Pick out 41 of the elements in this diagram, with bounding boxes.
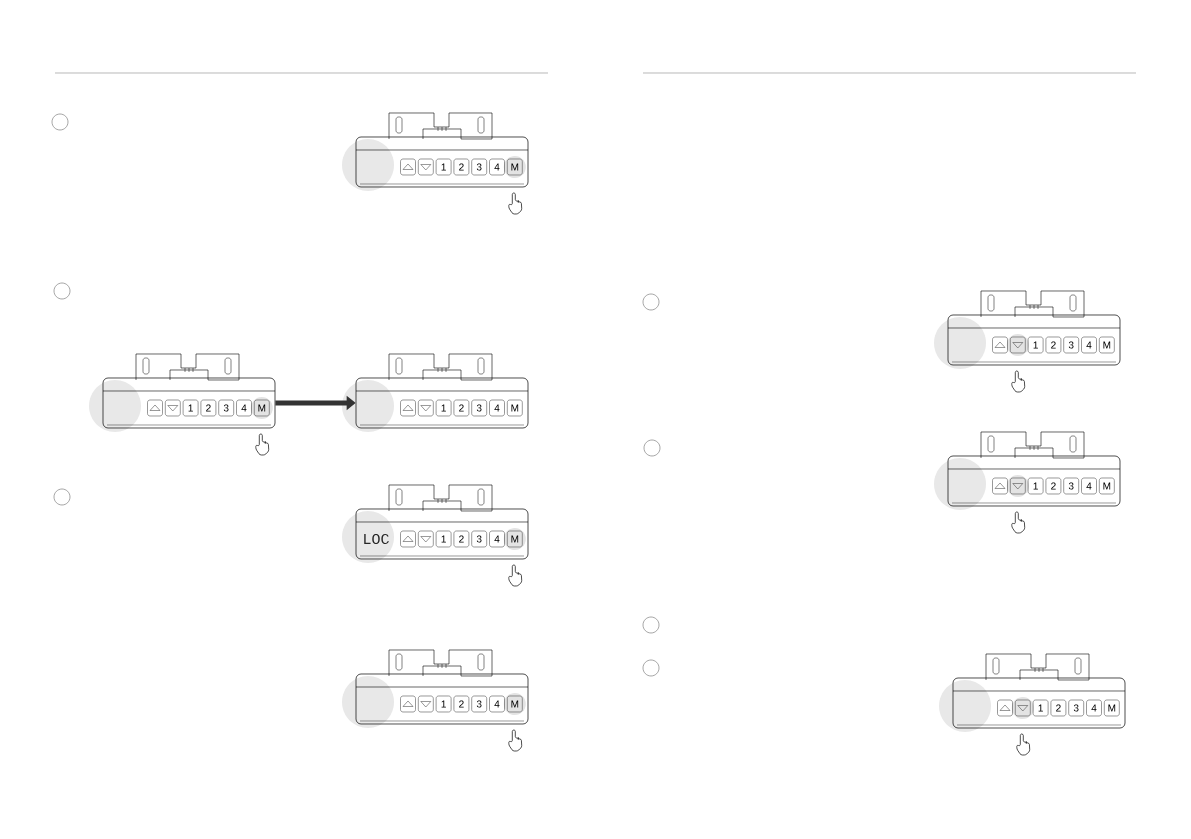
keypad-button: 3 (218, 399, 234, 417)
keypad-button: 3 (1068, 699, 1084, 717)
keypad-button: 1 (182, 399, 199, 417)
keypad-button: 2 (453, 530, 470, 548)
keypad-button: M (507, 158, 523, 176)
keypad-button: 1 (1027, 477, 1044, 495)
keypad-button: 4 (489, 158, 505, 176)
keypad-button: M (1099, 477, 1115, 495)
keypad-button: M (1099, 336, 1115, 354)
keypad-button: 2 (200, 399, 217, 417)
keypad-button: M (507, 695, 523, 713)
keypad-button: 1 (435, 695, 452, 713)
keypad-button: M (254, 399, 270, 417)
keypad-button: M (507, 399, 523, 417)
keypad-button: 3 (471, 158, 487, 176)
keypad-button: 4 (489, 530, 505, 548)
keypad-button: 2 (1050, 699, 1067, 717)
keypad-button: 4 (236, 399, 252, 417)
keypad-button: M (1104, 699, 1120, 717)
keypad-button: 4 (1081, 477, 1097, 495)
keypad-button: 1 (435, 399, 452, 417)
keypad-button: 2 (453, 399, 470, 417)
keypad-button: 3 (471, 695, 487, 713)
keypad-button: 4 (1086, 699, 1102, 717)
keypad-button: 1 (1027, 336, 1044, 354)
keypad-button: 3 (471, 530, 487, 548)
keypad-button: 1 (435, 530, 452, 548)
keypad-button: 2 (453, 695, 470, 713)
keypad-button: 1 (435, 158, 452, 176)
keypad-button: 4 (1081, 336, 1097, 354)
keypad-button: 3 (1063, 336, 1079, 354)
keypad-button: 2 (1045, 336, 1062, 354)
keypad-button: 3 (1063, 477, 1079, 495)
display-text: LOC (364, 533, 389, 545)
keypad-button: 2 (453, 158, 470, 176)
keypad-button: 2 (1045, 477, 1062, 495)
keypad-button: 1 (1032, 699, 1049, 717)
keypad-button: M (507, 530, 523, 548)
keypad-button: 4 (489, 695, 505, 713)
keypad-button: 3 (471, 399, 487, 417)
keypad-button: 4 (489, 399, 505, 417)
